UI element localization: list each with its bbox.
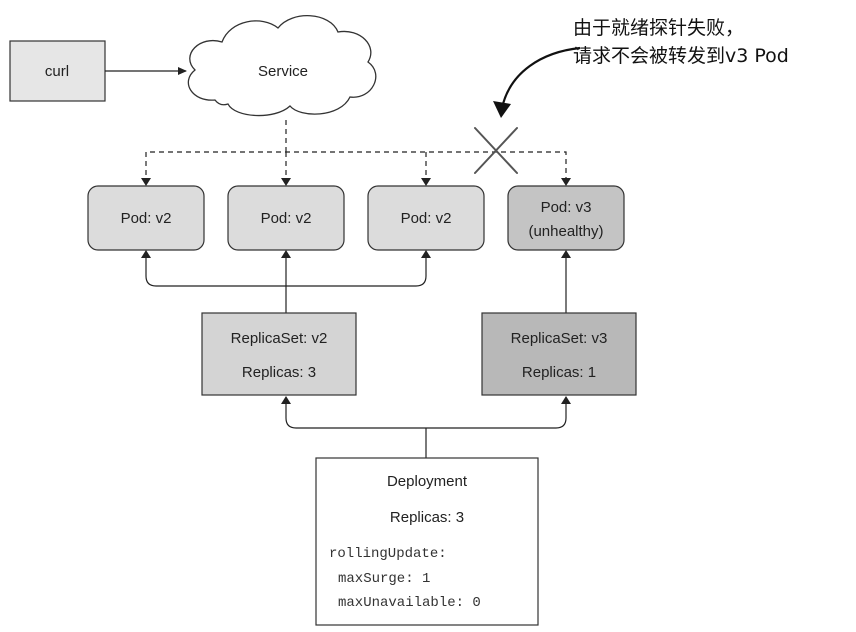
- rs-v2-to-pods-lines: [145, 254, 427, 313]
- replicaset-replicas: Replicas: 1: [522, 364, 596, 381]
- replicaset-v2: ReplicaSet: v2 Replicas: 3: [201, 312, 357, 396]
- deployment-to-rs-arrowheads: [281, 396, 571, 404]
- curl-node: curl: [9, 40, 106, 102]
- service-routing-lines: [145, 120, 567, 184]
- blocked-x-mark: [474, 127, 518, 174]
- deployment-to-rs-lines: [285, 402, 567, 458]
- replicaset-replicas: Replicas: 3: [242, 364, 316, 381]
- rs-v2-to-pods-arrowheads: [141, 250, 431, 258]
- deployment-strategy: rollingUpdate:: [329, 546, 447, 562]
- pod-v2-3: Pod: v2: [367, 185, 485, 251]
- service-label: Service: [258, 63, 308, 80]
- annotation-arrowhead: [493, 101, 511, 118]
- pod-v2-1: Pod: v2: [87, 185, 205, 251]
- replicaset-v3: ReplicaSet: v3 Replicas: 1: [481, 312, 637, 396]
- service-cloud: Service: [187, 15, 377, 117]
- pod-v3-unhealthy: Pod: v3 (unhealthy): [507, 185, 625, 251]
- deployment-max-unavailable: maxUnavailable: 0: [338, 595, 481, 611]
- pod-label: Pod: v2: [261, 210, 312, 227]
- replicaset-name: ReplicaSet: v3: [511, 330, 608, 347]
- pod-status-label: (unhealthy): [528, 223, 603, 240]
- rs-v3-to-pod-arrowhead: [561, 250, 571, 258]
- deployment-replicas: Replicas: 3: [390, 509, 464, 526]
- curl-label: curl: [45, 63, 69, 80]
- deployment-max-surge: maxSurge: 1: [338, 571, 430, 587]
- annotation-line2: 请求不会被转发到v3 Pod: [573, 45, 789, 67]
- pod-label: Pod: v2: [401, 210, 452, 227]
- pod-label: Pod: v2: [121, 210, 172, 227]
- annotation-line1: 由于就绪探针失败，: [573, 17, 744, 39]
- annotation-arrow: [500, 46, 581, 109]
- service-routing-arrowheads: [141, 178, 571, 186]
- replicaset-name: ReplicaSet: v2: [231, 330, 328, 347]
- pod-v2-2: Pod: v2: [227, 185, 345, 251]
- deployment-name: Deployment: [387, 473, 468, 490]
- deployment-node: Deployment Replicas: 3 rollingUpdate: ma…: [315, 457, 539, 626]
- pod-label: Pod: v3: [541, 199, 592, 216]
